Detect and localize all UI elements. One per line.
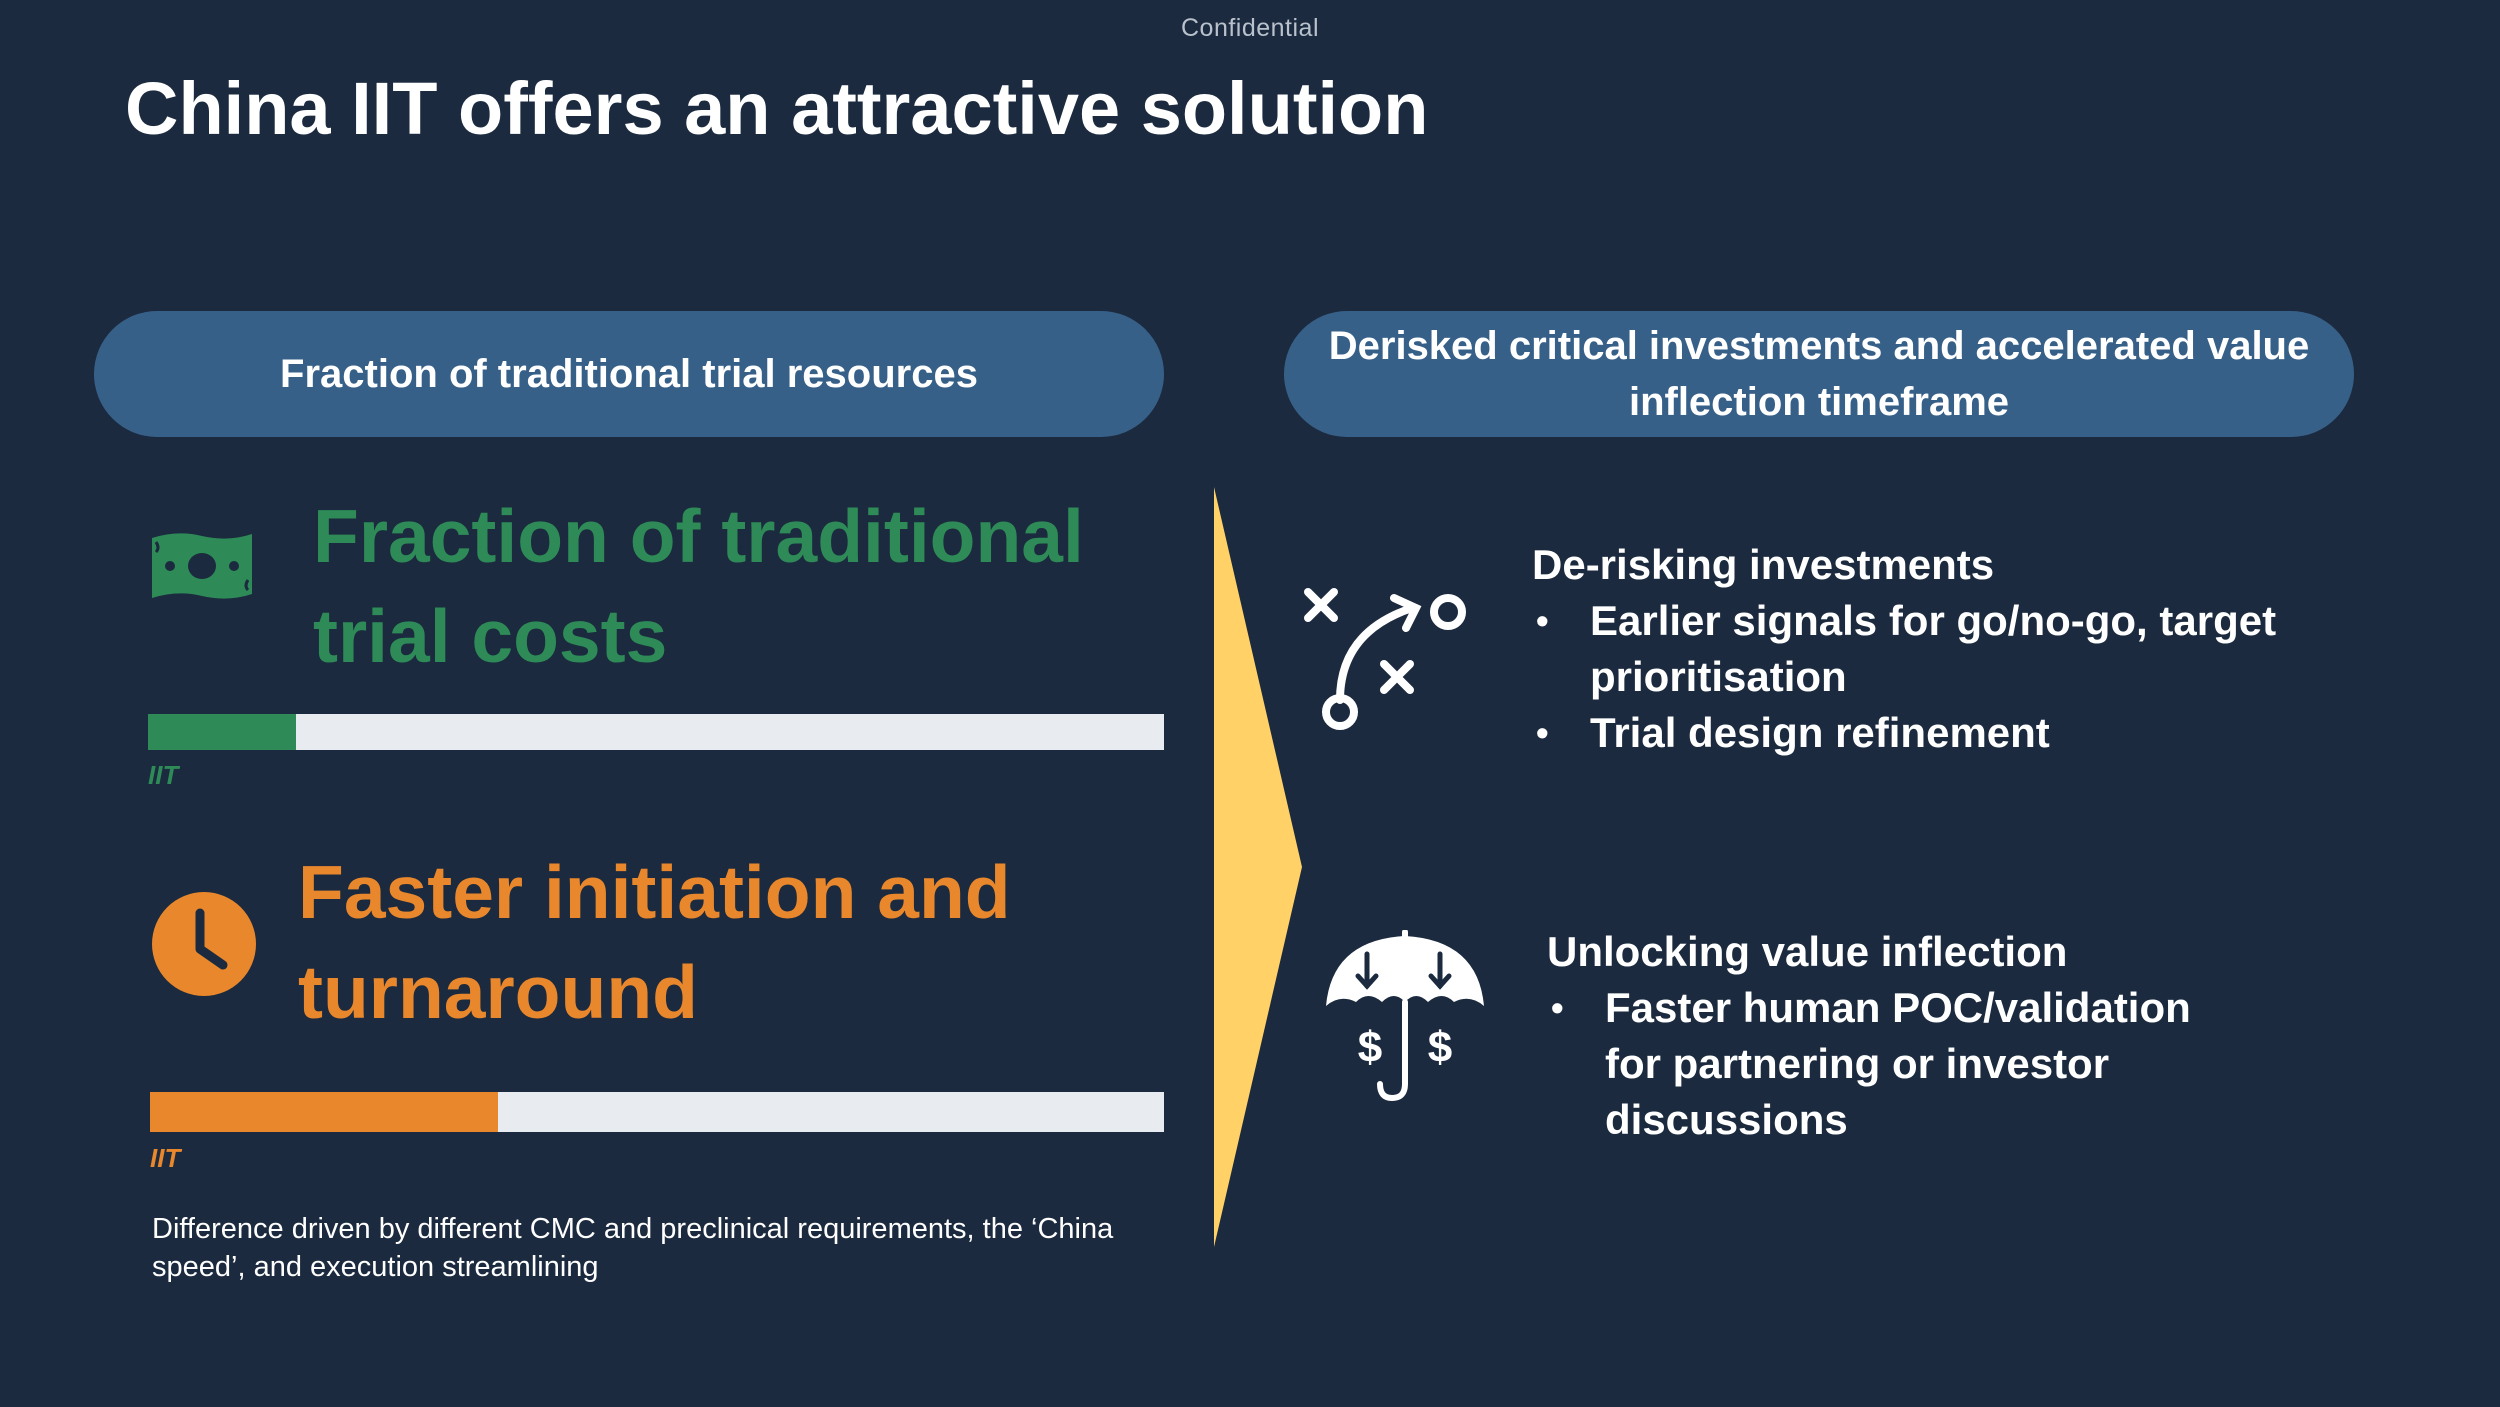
- metric-cost-text: Fraction of traditional trial costs: [313, 494, 1084, 678]
- list-item: •Faster human POC/validation for partner…: [1551, 984, 2191, 1143]
- clock-icon: [152, 892, 256, 996]
- umbrella-dollar-icon: $ $: [1326, 930, 1484, 1102]
- svg-text:$: $: [1358, 1023, 1382, 1072]
- metric-speed-text: Faster initiation and turnaround: [298, 850, 1011, 1034]
- speed-progress-fill: [150, 1092, 498, 1132]
- value-inflection-block: Unlocking value inflection •Faster human…: [1547, 924, 2347, 1148]
- right-header-pill: Derisked critical investments and accele…: [1284, 311, 2354, 437]
- money-bill-icon: [152, 533, 252, 599]
- list-item: •Trial design refinement: [1536, 709, 2050, 756]
- confidential-label: Confidential: [1180, 14, 1320, 42]
- cost-bar-label: IIT: [148, 760, 179, 790]
- derisking-block: De-risking investments •Earlier signals …: [1532, 537, 2332, 761]
- list-item: •Earlier signals for go/no-go, target pr…: [1536, 597, 2277, 700]
- cost-progress-fill: [148, 714, 297, 750]
- right-header-text: Derisked critical investments and accele…: [1328, 324, 2310, 424]
- left-header-pill: Fraction of traditional trial resources: [94, 311, 1164, 437]
- chevron-arrow-icon: [1214, 487, 1302, 1247]
- derisking-title: De-risking investments: [1532, 541, 1995, 588]
- footnote: Difference driven by different CMC and p…: [152, 1213, 1114, 1283]
- speed-progress-bar: [150, 1092, 1164, 1132]
- value-inflection-title: Unlocking value inflection: [1547, 928, 2068, 975]
- cost-progress-bar: [148, 714, 1164, 750]
- page-title: China IIT offers an attractive solution: [125, 67, 1429, 150]
- left-header-text: Fraction of traditional trial resources: [280, 352, 978, 396]
- speed-bar-label: IIT: [150, 1143, 181, 1173]
- strategy-play-icon: [1304, 588, 1466, 730]
- svg-text:$: $: [1428, 1023, 1452, 1072]
